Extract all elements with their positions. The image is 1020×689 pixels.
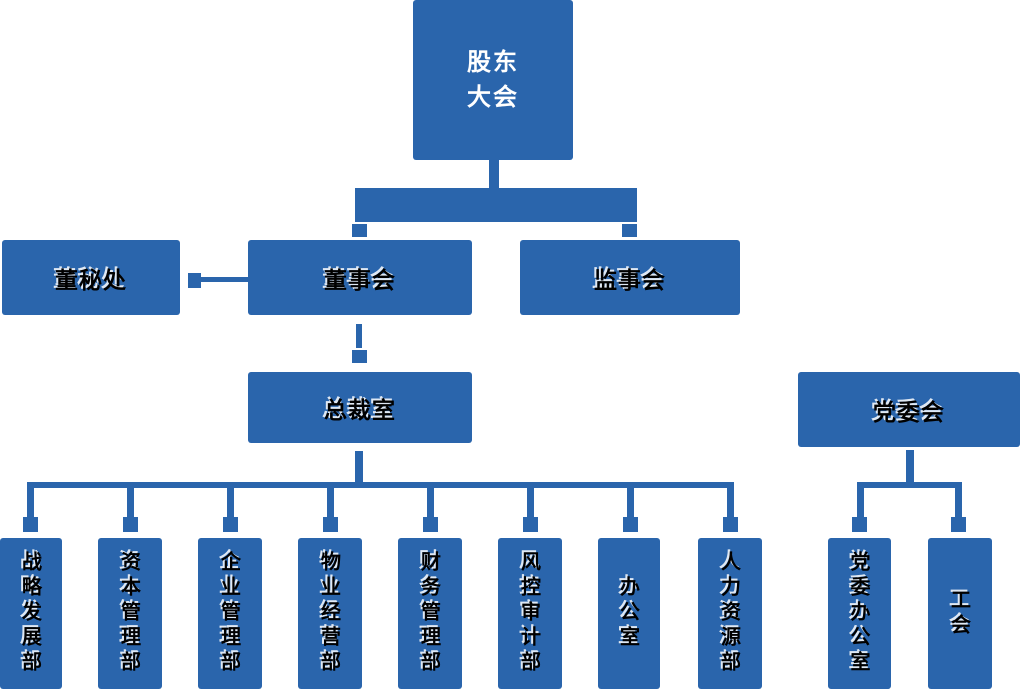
connector-joint-dept-1 bbox=[23, 517, 38, 532]
connector-stem-party bbox=[906, 450, 914, 483]
node-dept-property-operations-label: 物业经营部 bbox=[317, 551, 342, 676]
connector-rail-party bbox=[857, 482, 962, 488]
node-dept-financial-management: 财务管理部 bbox=[398, 538, 462, 689]
node-dept-enterprise-management-label: 企业管理部 bbox=[217, 551, 242, 676]
connector-joint-secretary bbox=[188, 273, 201, 288]
node-dept-human-resources-label: 人力资源部 bbox=[717, 551, 742, 676]
node-dept-property-operations: 物业经营部 bbox=[298, 538, 362, 689]
node-dept-capital-management: 资本管理部 bbox=[98, 538, 162, 689]
node-shareholders-meeting: 股东大会 bbox=[413, 0, 573, 160]
connector-joint-party-1 bbox=[852, 517, 867, 532]
connector-stem-president bbox=[355, 451, 363, 483]
connector-joint-dept-7 bbox=[623, 517, 638, 532]
connector-drop-dept-3 bbox=[227, 488, 234, 517]
node-board-of-directors: 董事会 bbox=[248, 240, 472, 315]
node-party-committee: 党委会 bbox=[798, 372, 1020, 447]
node-dept-human-resources: 人力资源部 bbox=[698, 538, 762, 689]
node-dept-party-committee-office-label: 党委办公室 bbox=[847, 551, 871, 676]
connector-drop-dept-7 bbox=[627, 488, 634, 517]
node-dept-labor-union: 工会 bbox=[928, 538, 992, 689]
connector-rail-president bbox=[27, 482, 734, 488]
connector-line-secretary bbox=[201, 277, 248, 282]
connector-drop-dept-8 bbox=[727, 488, 734, 517]
connector-drop-dept-5 bbox=[427, 488, 434, 517]
node-dept-risk-control-audit-label: 风控审计部 bbox=[517, 551, 542, 676]
connector-joint-dept-4 bbox=[323, 517, 338, 532]
connector-joint-dept-2 bbox=[123, 517, 138, 532]
node-board-secretary-office-label: 董秘处 bbox=[55, 267, 127, 294]
connector-stem-shareholders bbox=[489, 160, 499, 190]
connector-drop-party-1 bbox=[857, 488, 864, 517]
connector-joint-board bbox=[352, 224, 367, 237]
node-dept-labor-union-label: 工会 bbox=[947, 588, 972, 639]
node-dept-strategy-development-label: 战略发展部 bbox=[18, 551, 43, 676]
node-dept-capital-management-label: 资本管理部 bbox=[117, 551, 142, 676]
node-supervisory-board-label: 监事会 bbox=[594, 267, 666, 294]
connector-joint-supervisory bbox=[622, 224, 637, 237]
node-dept-general-office: 办公室 bbox=[598, 538, 660, 689]
connector-joint-dept-3 bbox=[223, 517, 238, 532]
node-board-of-directors-label: 董事会 bbox=[324, 267, 396, 294]
node-dept-risk-control-audit: 风控审计部 bbox=[498, 538, 562, 689]
connector-drop-dept-4 bbox=[327, 488, 334, 517]
connector-joint-dept-5 bbox=[423, 517, 438, 532]
node-president-office-label: 总裁室 bbox=[324, 397, 396, 424]
node-dept-financial-management-label: 财务管理部 bbox=[417, 551, 442, 676]
connector-drop-dept-1 bbox=[27, 488, 34, 517]
node-dept-enterprise-management: 企业管理部 bbox=[198, 538, 262, 689]
node-party-committee-label: 党委会 bbox=[873, 399, 945, 426]
node-dept-general-office-label: 办公室 bbox=[616, 576, 641, 651]
node-dept-strategy-development: 战略发展部 bbox=[0, 538, 62, 689]
connector-joint-president bbox=[352, 350, 367, 363]
node-shareholders-meeting-label: 股东大会 bbox=[467, 48, 519, 111]
node-president-office: 总裁室 bbox=[248, 372, 472, 443]
connector-bar-level2 bbox=[355, 188, 637, 222]
node-supervisory-board: 监事会 bbox=[520, 240, 740, 315]
connector-joint-dept-6 bbox=[523, 517, 538, 532]
connector-drop-dept-2 bbox=[127, 488, 134, 517]
connector-joint-dept-8 bbox=[723, 517, 738, 532]
connector-drop-dept-6 bbox=[527, 488, 534, 517]
connector-stem-board bbox=[356, 324, 362, 348]
node-board-secretary-office: 董秘处 bbox=[2, 240, 180, 315]
node-dept-party-committee-office: 党委办公室 bbox=[828, 538, 891, 689]
connector-drop-party-2 bbox=[955, 488, 962, 517]
connector-joint-party-2 bbox=[951, 517, 966, 532]
